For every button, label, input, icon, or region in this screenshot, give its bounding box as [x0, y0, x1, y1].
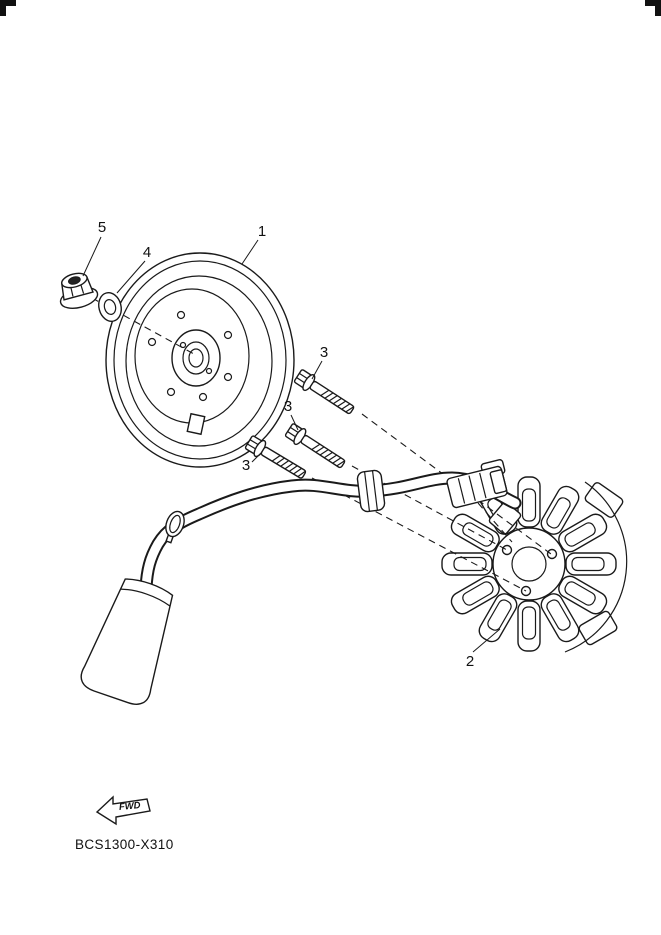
- callout-label-bolt-lower: 3: [242, 457, 250, 474]
- diagram-part-code: BCS1300-X310: [75, 837, 174, 852]
- crop-mark-top-right: [645, 0, 661, 16]
- rotor-keyway-block: [186, 412, 206, 436]
- rubber-boot: [80, 578, 174, 705]
- callout-label-nut: 5: [98, 219, 106, 236]
- crop-mark-top-left: [0, 0, 16, 16]
- callout-label-rotor: 1: [258, 223, 266, 240]
- fwd-direction-indicator: FWD: [95, 795, 151, 826]
- rotor-part: [105, 252, 295, 468]
- bolt-part-lower: [244, 435, 307, 479]
- wire-clamp: [165, 510, 185, 544]
- stator-part: [441, 476, 628, 653]
- bolt-part-middle: [284, 423, 346, 469]
- callout-label-bolt-upper: 3: [320, 344, 328, 361]
- fwd-label: FWD: [119, 800, 142, 813]
- callout-label-stator: 2: [466, 653, 474, 670]
- callout-leader-lines: [82, 236, 501, 653]
- washer-part: [98, 292, 122, 322]
- nut-part: [59, 272, 99, 309]
- wire-grommet: [356, 469, 386, 513]
- wire-connector: [446, 459, 508, 509]
- axis-guide-line: [91, 297, 195, 355]
- bolt-part-upper: [293, 369, 355, 415]
- callout-label-washer: 4: [143, 244, 151, 261]
- callout-label-bolt-middle: 3: [284, 398, 292, 415]
